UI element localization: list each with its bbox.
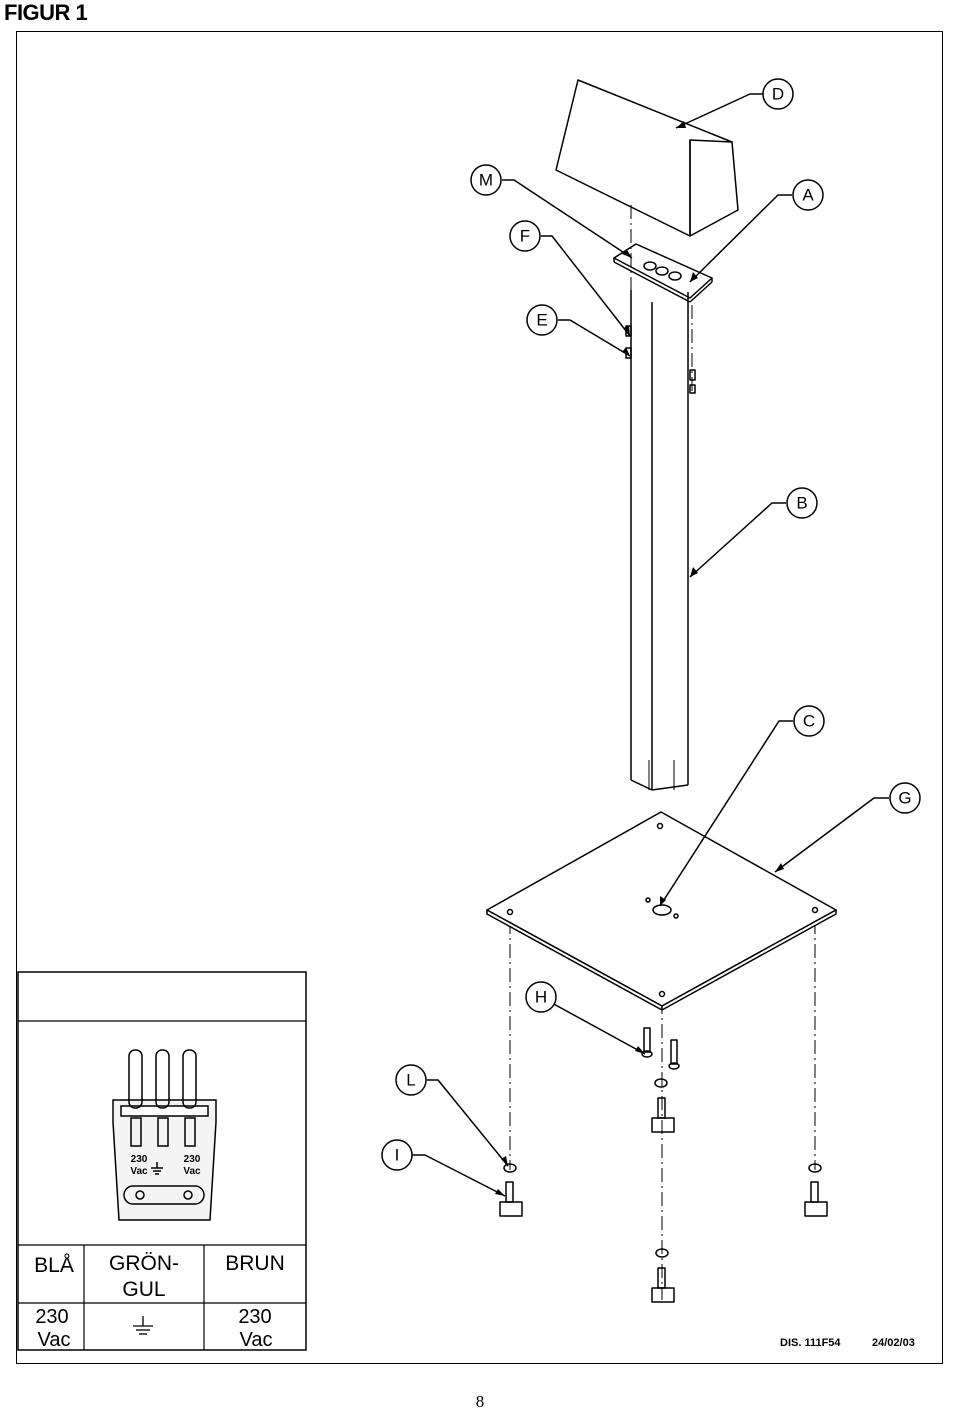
volt-left: 230 — [35, 1306, 68, 1328]
callout-i: I — [395, 1146, 400, 1165]
terminal-block — [112, 1049, 217, 1221]
callout-bubbles — [381, 78, 921, 1171]
wire-green-label: GRÖN- — [109, 1252, 179, 1275]
callout-b: B — [796, 494, 807, 513]
volt-right: 230 — [238, 1306, 271, 1328]
arrowheads — [495, 121, 784, 1196]
volt-left-unit: Vac — [38, 1329, 71, 1351]
callout-e: E — [536, 311, 547, 330]
callout-f: F — [520, 227, 530, 246]
callout-a: A — [802, 186, 814, 205]
axis-lines — [509, 205, 816, 1300]
bolts-part-h — [641, 1027, 680, 1070]
terminal-left-unit: Vac — [130, 1166, 148, 1177]
wiring-panel: 230 Vac 230 Vac BLÅ GRÖN- GUL BRUN 230 V… — [17, 971, 307, 1351]
callout-h: H — [535, 988, 547, 1007]
callout-c: C — [803, 712, 815, 731]
volt-right-unit: Vac — [240, 1329, 273, 1351]
terminal-right-voltage: 230 — [184, 1154, 201, 1165]
mounting-bracket — [613, 243, 713, 303]
wire-brown-label: BRUN — [225, 1252, 285, 1275]
wire-yellow-label: GUL — [122, 1278, 165, 1301]
drawing-number: DIS. 111F54 — [780, 1337, 841, 1349]
callout-g: G — [898, 789, 911, 808]
terminal-left-voltage: 230 — [131, 1154, 148, 1165]
leader-lines — [412, 93, 889, 1197]
callout-l: L — [406, 1071, 415, 1090]
drawing-frame — [16, 31, 943, 1364]
column-part-b — [630, 290, 689, 791]
drawing-date: 24/02/03 — [872, 1337, 915, 1349]
terminal-right-unit: Vac — [183, 1166, 201, 1177]
screws-part-e — [625, 325, 696, 394]
hood-part-d — [555, 79, 739, 237]
wire-blue-label: BLÅ — [34, 1254, 74, 1277]
feet-part-i — [499, 1078, 828, 1303]
page-number: 8 — [475, 1392, 485, 1411]
base-plate-g — [486, 811, 837, 1011]
callout-m: M — [479, 171, 493, 190]
ground-icon — [133, 1316, 153, 1335]
figure-title: FIGUR 1 — [4, 0, 88, 25]
callout-d: D — [772, 85, 784, 104]
